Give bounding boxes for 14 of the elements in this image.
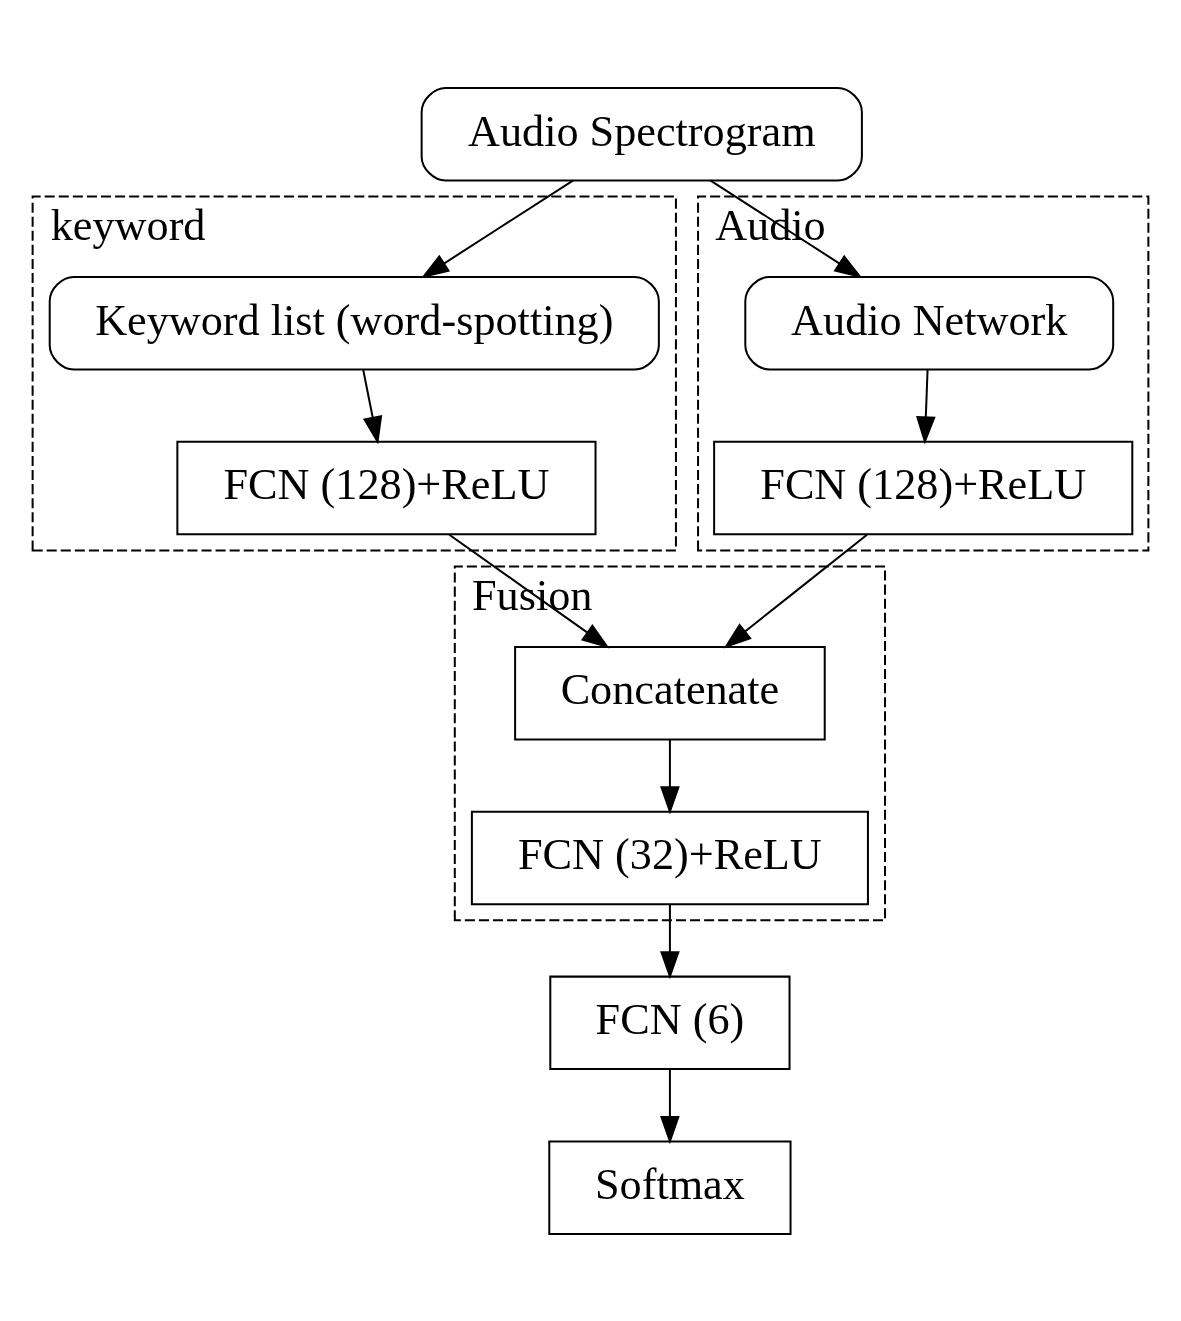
arrow: [660, 739, 680, 814]
arrow: [915, 369, 936, 445]
node-box: FCN (6): [549, 975, 791, 1070]
node-box: Audio Network: [744, 275, 1115, 370]
node-box: Concatenate: [514, 645, 826, 740]
node-box: FCN (128)+ReLU: [176, 440, 597, 535]
node-box: Softmax: [548, 1139, 792, 1235]
node-box: Audio Spectrogram: [420, 86, 863, 182]
arrow: [660, 904, 680, 979]
arrow: [660, 1069, 680, 1144]
node-box: Keyword list (word-spotting): [48, 275, 660, 370]
arrow: [362, 369, 383, 445]
node-box: FCN (32)+ReLU: [470, 810, 869, 905]
node-box: FCN (128)+ReLU: [713, 440, 1134, 535]
